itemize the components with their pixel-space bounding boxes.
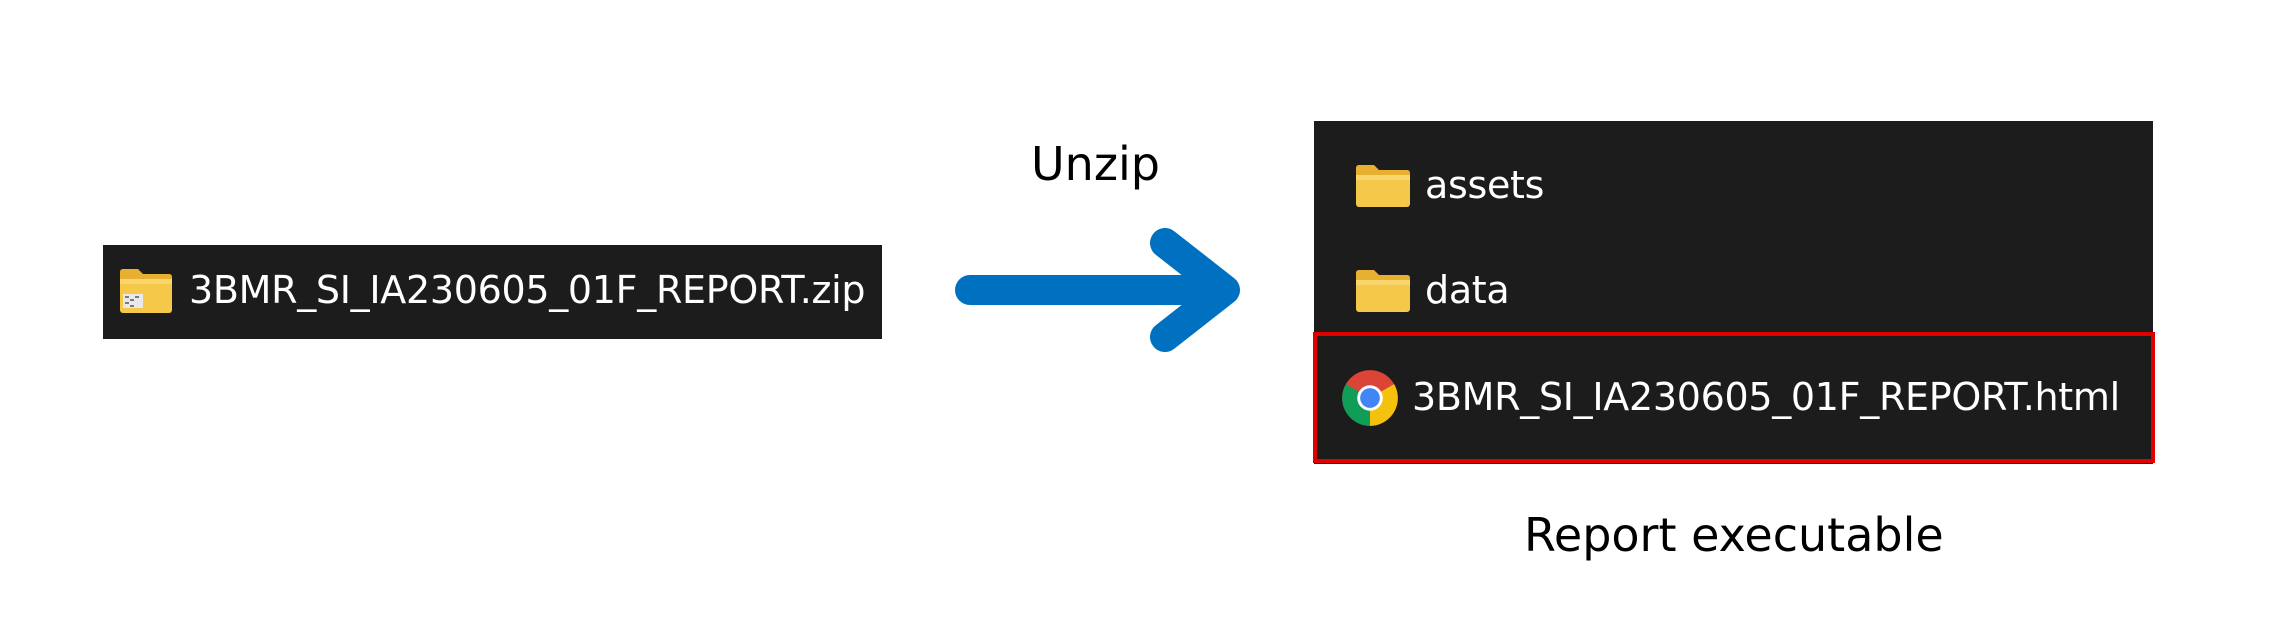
- zip-filename: 3BMR_SI_IA230605_01F_REPORT.zip: [189, 268, 866, 312]
- report-file-row[interactable]: 3BMR_SI_IA230605_01F_REPORT.html: [1317, 336, 2151, 459]
- zip-folder-icon: [120, 269, 172, 313]
- folder-icon: [1356, 165, 1410, 207]
- folder-row-assets[interactable]: assets: [1314, 141, 2153, 229]
- report-file-highlight: 3BMR_SI_IA230605_01F_REPORT.html: [1313, 332, 2155, 463]
- folder-row-data[interactable]: data: [1314, 246, 2153, 334]
- right-arrow-icon: [955, 228, 1240, 352]
- extracted-folder-view: assets data: [1314, 121, 2153, 464]
- unzip-label: Unzip: [1031, 137, 1160, 191]
- chrome-icon: [1342, 370, 1398, 426]
- folder-label-assets: assets: [1425, 163, 1545, 207]
- folder-icon: [1356, 270, 1410, 312]
- report-filename: 3BMR_SI_IA230605_01F_REPORT.html: [1412, 375, 2120, 419]
- zip-file-row[interactable]: 3BMR_SI_IA230605_01F_REPORT.zip: [103, 245, 882, 339]
- folder-label-data: data: [1425, 268, 1510, 312]
- report-executable-caption: Report executable: [1524, 508, 1944, 562]
